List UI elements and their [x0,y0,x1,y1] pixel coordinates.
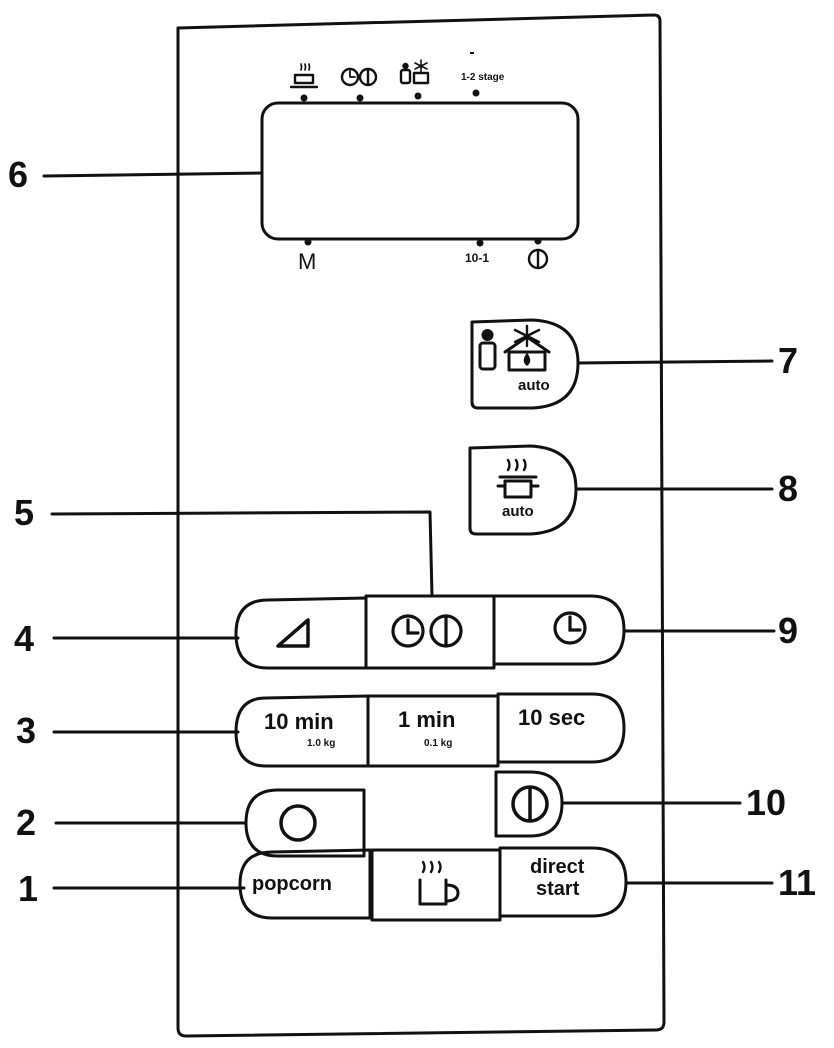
ten-min-label: 10 min [264,709,334,734]
indicator-dot-clock [356,94,364,102]
indicator-dot-cook [300,94,308,102]
callout-4: 4 [14,618,35,659]
memory-label: M [298,249,317,274]
timer-icon [553,611,587,645]
ten-min-button [234,694,370,768]
person-bottle-icon [478,329,497,371]
start-icon [511,785,549,823]
callout-3: 3 [16,710,37,751]
indicator-dot-defrost [414,92,422,100]
callout-line-6 [42,171,264,178]
callout-9: 9 [778,610,799,651]
start-button [494,770,564,838]
stop-icon [279,804,317,842]
cook-pot-icon [289,63,319,89]
ten-sec-button [496,692,626,764]
callout-11: 11 [778,862,817,903]
ten-min-sublabel: 1.0 kg [307,738,336,749]
callout-5: 5 [14,492,35,533]
clock-start-icon [391,614,463,648]
one-min-label: 1 min [398,707,456,732]
ten-one-label: 10-1 [465,251,490,265]
callout-1: 1 [18,868,39,909]
snowflake-pot-icon [503,324,551,372]
defrost-symbol-icon [399,59,430,85]
start-label: start [536,878,580,900]
callout-6: 6 [8,154,29,195]
start-symbol-small-icon [527,248,549,270]
beverage-cup-icon [418,860,460,906]
auto-defrost-sublabel: auto [518,377,550,394]
power-level-icon [276,618,310,648]
beverage-button [370,848,502,922]
steaming-pot-icon [496,458,540,499]
callout-8: 8 [778,468,799,509]
callout-7: 7 [778,340,799,381]
stage-label: 1-2 stage [461,72,505,83]
ten-sec-label: 10 sec [518,705,586,730]
callout-line-7 [576,359,774,365]
one-min-sublabel: 0.1 kg [424,738,453,749]
auto-cook-button [468,444,578,536]
popcorn-label: popcorn [252,873,332,895]
stop-button [244,788,366,858]
callout-line-5 [50,510,434,598]
indicator-dot-start [534,237,542,245]
direct-start-button [498,846,628,918]
indicator-dot-memory [304,238,312,246]
indicator-dot-10-1 [476,239,484,247]
direct-label: direct [530,856,585,878]
clock-start-symbol-icon [340,67,378,87]
display-window [260,101,580,241]
indicator-dot-stage [472,89,480,97]
callout-2: 2 [16,802,37,843]
timer-button [492,594,626,666]
panel-outline [176,13,666,1038]
auto-defrost-button [470,318,580,410]
callout-10: 10 [746,782,787,823]
power-level-button [234,596,368,670]
popcorn-button [238,848,372,920]
auto-cook-sublabel: auto [502,503,534,520]
